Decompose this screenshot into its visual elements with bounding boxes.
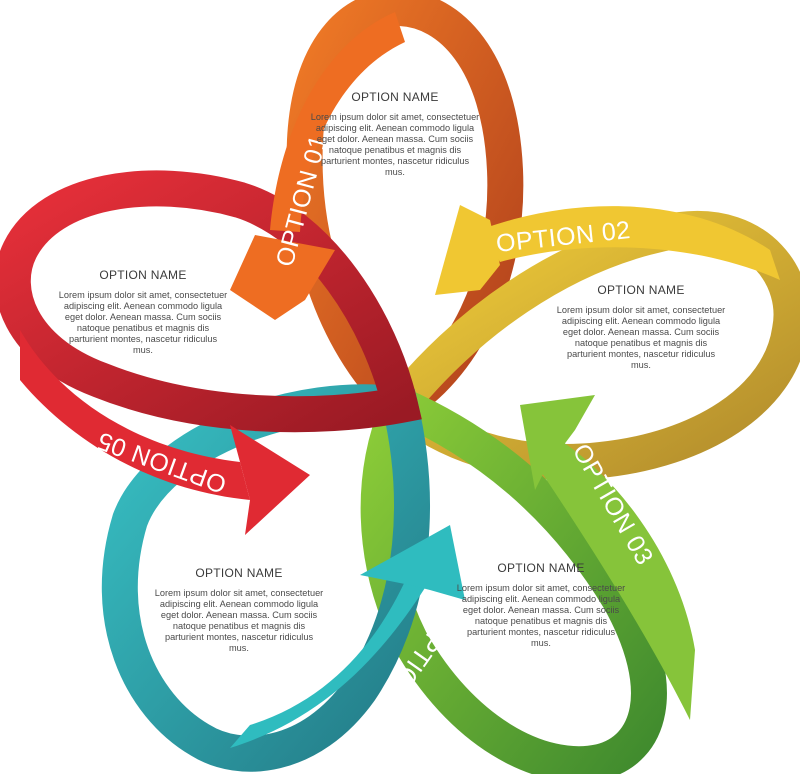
panel-body: Lorem ipsum dolor sit amet, consectetuer… [456, 583, 626, 648]
panel-title: OPTION NAME [195, 566, 283, 580]
panel-title: OPTION NAME [497, 561, 585, 575]
loop-option-05 [0, 170, 422, 433]
arrow-option-02: OPTION 02 [435, 205, 780, 295]
panel-option-02: OPTION NAME Lorem ipsum dolor sit amet, … [556, 283, 726, 371]
panel-title: OPTION NAME [351, 90, 439, 104]
panel-body: Lorem ipsum dolor sit amet, consectetuer… [58, 290, 228, 355]
panel-body: Lorem ipsum dolor sit amet, consectetuer… [154, 588, 324, 653]
panel-option-05: OPTION NAME Lorem ipsum dolor sit amet, … [58, 268, 228, 356]
panel-body: Lorem ipsum dolor sit amet, consectetuer… [556, 305, 726, 370]
panel-body: Lorem ipsum dolor sit amet, consectetuer… [310, 112, 480, 177]
panel-option-03: OPTION NAME Lorem ipsum dolor sit amet, … [456, 561, 626, 649]
panel-title: OPTION NAME [99, 268, 187, 282]
panel-option-01: OPTION NAME Lorem ipsum dolor sit amet, … [310, 90, 480, 178]
panel-option-04: OPTION NAME Lorem ipsum dolor sit amet, … [154, 566, 324, 654]
panel-title: OPTION NAME [597, 283, 685, 297]
